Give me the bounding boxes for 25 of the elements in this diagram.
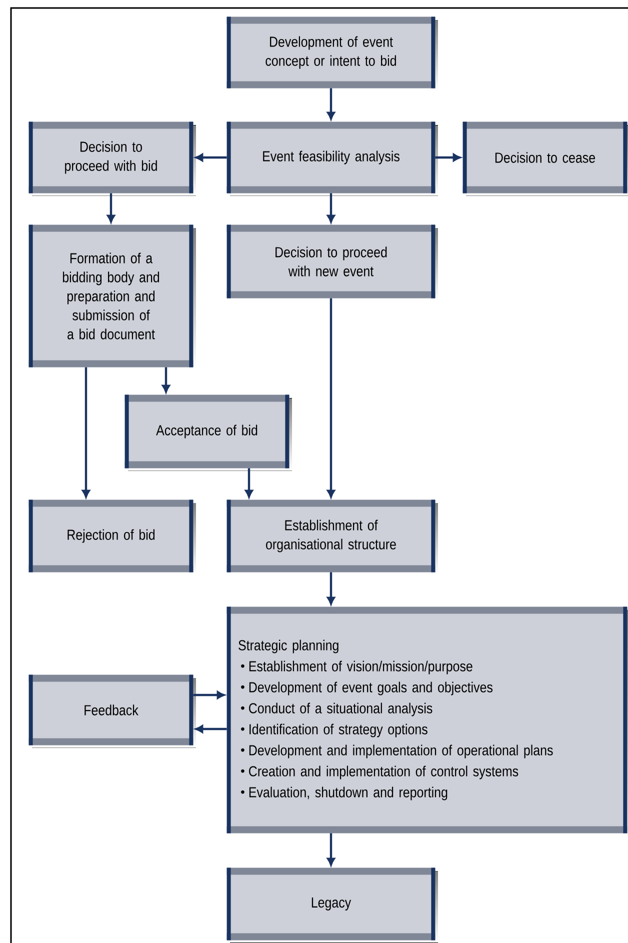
process-box: Establishment of organisational structure [226, 500, 438, 575]
arrow [435, 154, 461, 162]
process-box: Feedback [28, 674, 196, 748]
arrow [327, 833, 335, 866]
process-box: Formation of a bidding body and preparation and submission of a bid document [28, 224, 196, 370]
process-box: Rejection of bid [28, 500, 196, 575]
process-box: Acceptance of bid [124, 394, 292, 471]
process-box: Legacy [226, 868, 438, 943]
arrow [193, 691, 225, 699]
arrow [327, 572, 335, 605]
arrow [327, 298, 335, 498]
process-box: Decision to proceed with bid [28, 122, 196, 196]
process-box: Decision to cease [462, 122, 628, 196]
arrow [195, 154, 227, 162]
arrow [327, 88, 335, 120]
arrow [327, 193, 335, 223]
list-box: Strategic planning Establishment of vision/mission/purpose Development of event goals and objectives Conduct of a situational analysis Identification of strategy options Development and implementation of operational plans Creation and implementation of control systems Evaluation, shutdown and reporting [226, 606, 628, 836]
process-box: Development of event concept or intent to bid [226, 16, 438, 91]
process-box: Event feasibility analysis [226, 122, 438, 196]
arrow [162, 367, 170, 393]
arrow [82, 367, 90, 498]
arrow [195, 725, 227, 733]
process-box: Decision to proceed with new event [226, 224, 438, 301]
arrow [107, 193, 115, 223]
arrow [245, 468, 253, 498]
